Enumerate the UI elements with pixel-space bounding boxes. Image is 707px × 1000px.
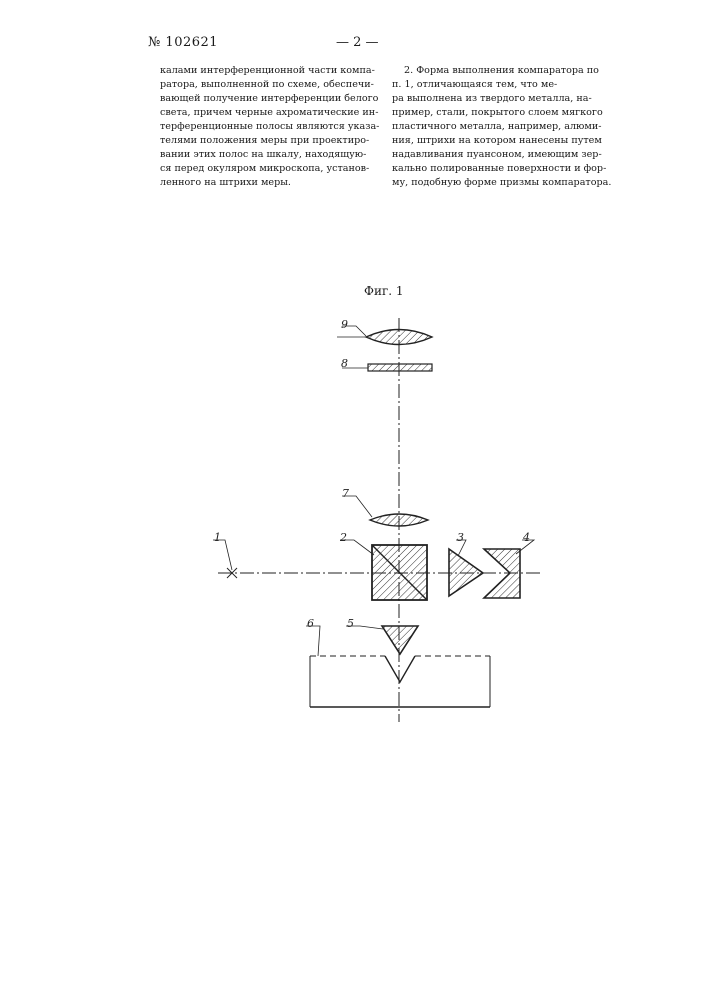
measure-6 xyxy=(310,656,490,707)
lens-7 xyxy=(370,514,428,526)
label-5: 5 xyxy=(347,617,354,630)
label-2: 2 xyxy=(339,531,347,544)
beam-splitter-cube-2 xyxy=(372,545,427,600)
label-8: 8 xyxy=(341,357,348,370)
prism-3 xyxy=(449,549,483,596)
label-3: 3 xyxy=(457,531,464,544)
label-4: 4 xyxy=(522,531,530,544)
plate-8 xyxy=(368,364,432,371)
prism-5 xyxy=(382,626,418,654)
label-6: 6 xyxy=(307,617,314,630)
leader-lines xyxy=(213,326,534,656)
lens-9 xyxy=(366,330,432,345)
label-7: 7 xyxy=(342,487,349,500)
label-9: 9 xyxy=(341,318,348,331)
label-1: 1 xyxy=(214,531,221,544)
